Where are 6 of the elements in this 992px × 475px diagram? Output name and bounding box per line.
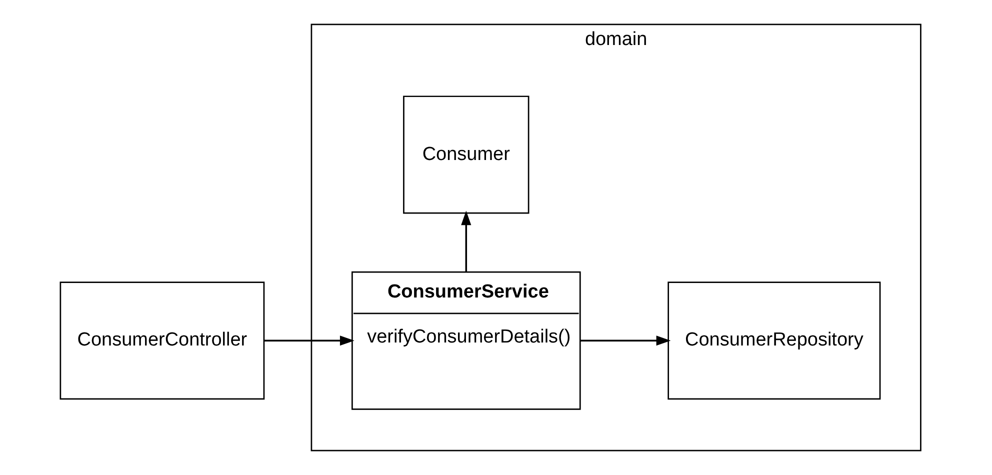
node-box: ConsumerRepository [668, 282, 881, 400]
arrow [580, 336, 671, 346]
arrow [264, 336, 354, 346]
node-box: ConsumerController [60, 282, 265, 400]
node-box: Consumer [403, 96, 530, 214]
arrow [461, 210, 472, 272]
